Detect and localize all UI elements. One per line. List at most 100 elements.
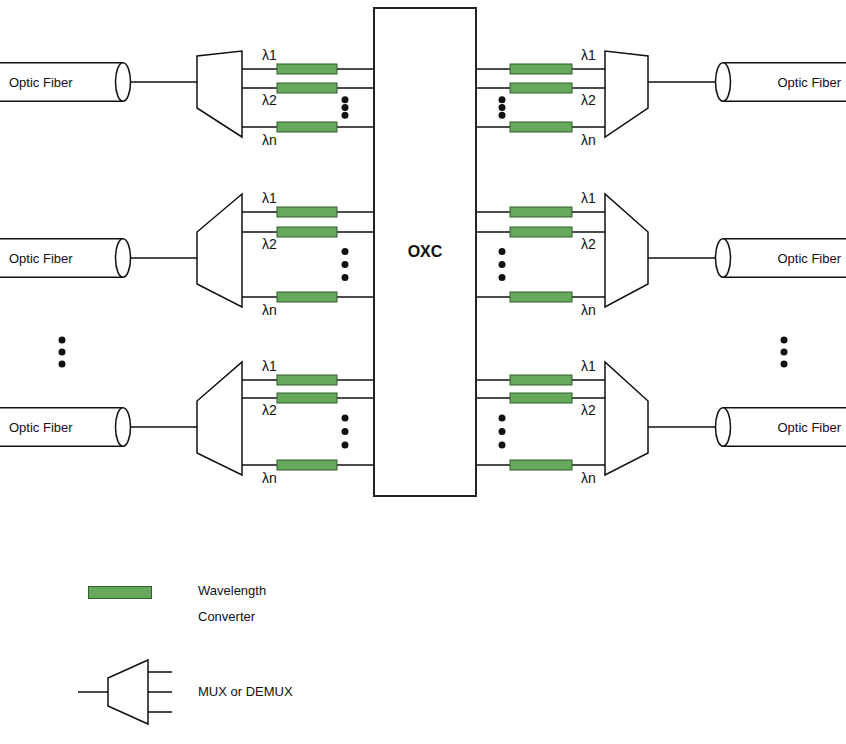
ellipsis-dot (781, 361, 788, 368)
mux-symbol (605, 194, 648, 307)
wavelength-label: λn (262, 470, 277, 486)
ellipsis-dot (499, 274, 506, 281)
fiber-link (131, 426, 197, 428)
wavelength-label: λ2 (581, 236, 596, 252)
wavelength-converter (510, 393, 572, 403)
cylinder-end (116, 63, 131, 102)
wavelength-label: λ2 (581, 92, 596, 108)
cylinder-end (716, 239, 731, 278)
fiber-link (131, 81, 197, 83)
wavelength-converter (510, 64, 572, 74)
cylinder-edge (723, 238, 846, 240)
cylinder-edge (0, 238, 123, 240)
fiber-link (131, 257, 197, 259)
wavelength-converter (277, 64, 337, 74)
wavelength-converter (277, 227, 337, 237)
ellipsis-dot (499, 104, 506, 111)
ellipsis-dot (781, 337, 788, 344)
optic-fiber-cylinder: Optic Fiber (714, 238, 846, 278)
wavelength-converter (510, 207, 572, 217)
legend-mux-prong (148, 691, 172, 693)
wavelength-converter (510, 292, 572, 302)
wavelength-converter (277, 292, 337, 302)
ellipsis-dot (342, 441, 349, 448)
mux-symbol (605, 51, 648, 137)
legend-mux-symbol (108, 660, 148, 724)
ellipsis-dot (59, 349, 66, 356)
cylinder-edge (723, 446, 846, 448)
fiber-label: Optic Fiber (777, 75, 841, 90)
wavelength-label: λ2 (262, 402, 277, 418)
mux-symbol (605, 362, 648, 475)
ellipsis-dot (499, 415, 506, 422)
fiber-link (648, 426, 716, 428)
cylinder-edge (723, 101, 846, 103)
wavelength-label: λ2 (262, 92, 277, 108)
cylinder-edge (723, 62, 846, 64)
wavelength-label: λ1 (581, 358, 596, 374)
fiber-label: Optic Fiber (777, 420, 841, 435)
wavelength-converter (277, 375, 337, 385)
ellipsis-dot (499, 112, 506, 119)
ellipsis-dot (342, 96, 349, 103)
legend-swatch (88, 586, 152, 599)
cylinder-edge (0, 101, 123, 103)
ellipsis-dot (342, 415, 349, 422)
wavelength-converter (277, 83, 337, 93)
mux-symbol (197, 362, 242, 475)
cylinder-end (716, 408, 731, 447)
ellipsis-dot (342, 104, 349, 111)
cylinder-edge (0, 446, 123, 448)
ellipsis-dot (342, 112, 349, 119)
wavelength-label: λ1 (262, 190, 277, 206)
mux-symbol (197, 51, 242, 137)
fiber-label: Optic Fiber (777, 251, 841, 266)
wavelength-label: λ2 (581, 402, 596, 418)
wavelength-converter (277, 460, 337, 470)
ellipsis-dot (499, 261, 506, 268)
ellipsis-dot (59, 337, 66, 344)
fiber-label: Optic Fiber (9, 75, 73, 90)
optic-fiber-cylinder: Optic Fiber (714, 62, 846, 102)
cylinder-edge (0, 62, 123, 64)
wavelength-label: λn (581, 470, 596, 486)
ellipsis-dot (499, 441, 506, 448)
wavelength-converter (510, 122, 572, 132)
wavelength-label: λ1 (581, 190, 596, 206)
legend-mux-prong (148, 711, 172, 713)
wavelength-converter (277, 393, 337, 403)
cylinder-end (116, 239, 131, 278)
legend-mux-prong (148, 671, 172, 673)
wavelength-label: λn (581, 302, 596, 318)
fiber-link (648, 81, 716, 83)
ellipsis-dot (499, 248, 506, 255)
fiber-label: Optic Fiber (9, 251, 73, 266)
wavelength-label: λn (262, 302, 277, 318)
optic-fiber-cylinder: Optic Fiber (0, 62, 132, 102)
oxc-label: OXC (408, 243, 443, 261)
cylinder-edge (723, 407, 846, 409)
legend-text: MUX or DEMUX (198, 679, 293, 705)
ellipsis-dot (342, 428, 349, 435)
ellipsis-dot (781, 349, 788, 356)
wavelength-label: λ1 (262, 358, 277, 374)
ellipsis-dot (342, 274, 349, 281)
cylinder-edge (0, 277, 123, 279)
cylinder-edge (723, 277, 846, 279)
cylinder-edge (0, 407, 123, 409)
optic-fiber-cylinder: Optic Fiber (0, 238, 132, 278)
legend-text: Wavelength Converter (198, 578, 290, 630)
wavelength-converter (277, 122, 337, 132)
cylinder-end (116, 408, 131, 447)
wavelength-label: λn (262, 132, 277, 148)
wavelength-label: λ1 (262, 47, 277, 63)
mux-symbol (197, 194, 242, 307)
ellipsis-dot (342, 261, 349, 268)
wavelength-converter (277, 207, 337, 217)
wavelength-label: λ2 (262, 236, 277, 252)
ellipsis-dot (499, 96, 506, 103)
wavelength-converter (510, 83, 572, 93)
wavelength-converter (510, 375, 572, 385)
fiber-link (648, 257, 716, 259)
